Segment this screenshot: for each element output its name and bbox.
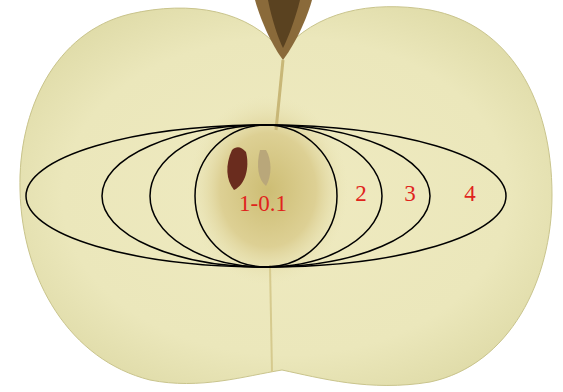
- seed: [227, 147, 247, 190]
- zone-ellipse: [26, 125, 506, 267]
- zone-label: 1-0.1: [239, 192, 287, 215]
- zone-circle: [195, 125, 337, 267]
- core-line: [276, 60, 283, 130]
- seed-cavity: [258, 150, 271, 186]
- zone-ellipse: [150, 125, 382, 267]
- zone-ellipse: [102, 125, 430, 267]
- stem-cavity: [255, 0, 312, 60]
- zone-label: 3: [404, 182, 416, 205]
- zone-label: 4: [464, 182, 476, 205]
- stem-cavity-inner: [268, 0, 300, 48]
- core-line: [270, 265, 272, 372]
- core-area: [188, 95, 348, 285]
- apple-section: [20, 7, 552, 386]
- zone-label: 2: [355, 182, 367, 205]
